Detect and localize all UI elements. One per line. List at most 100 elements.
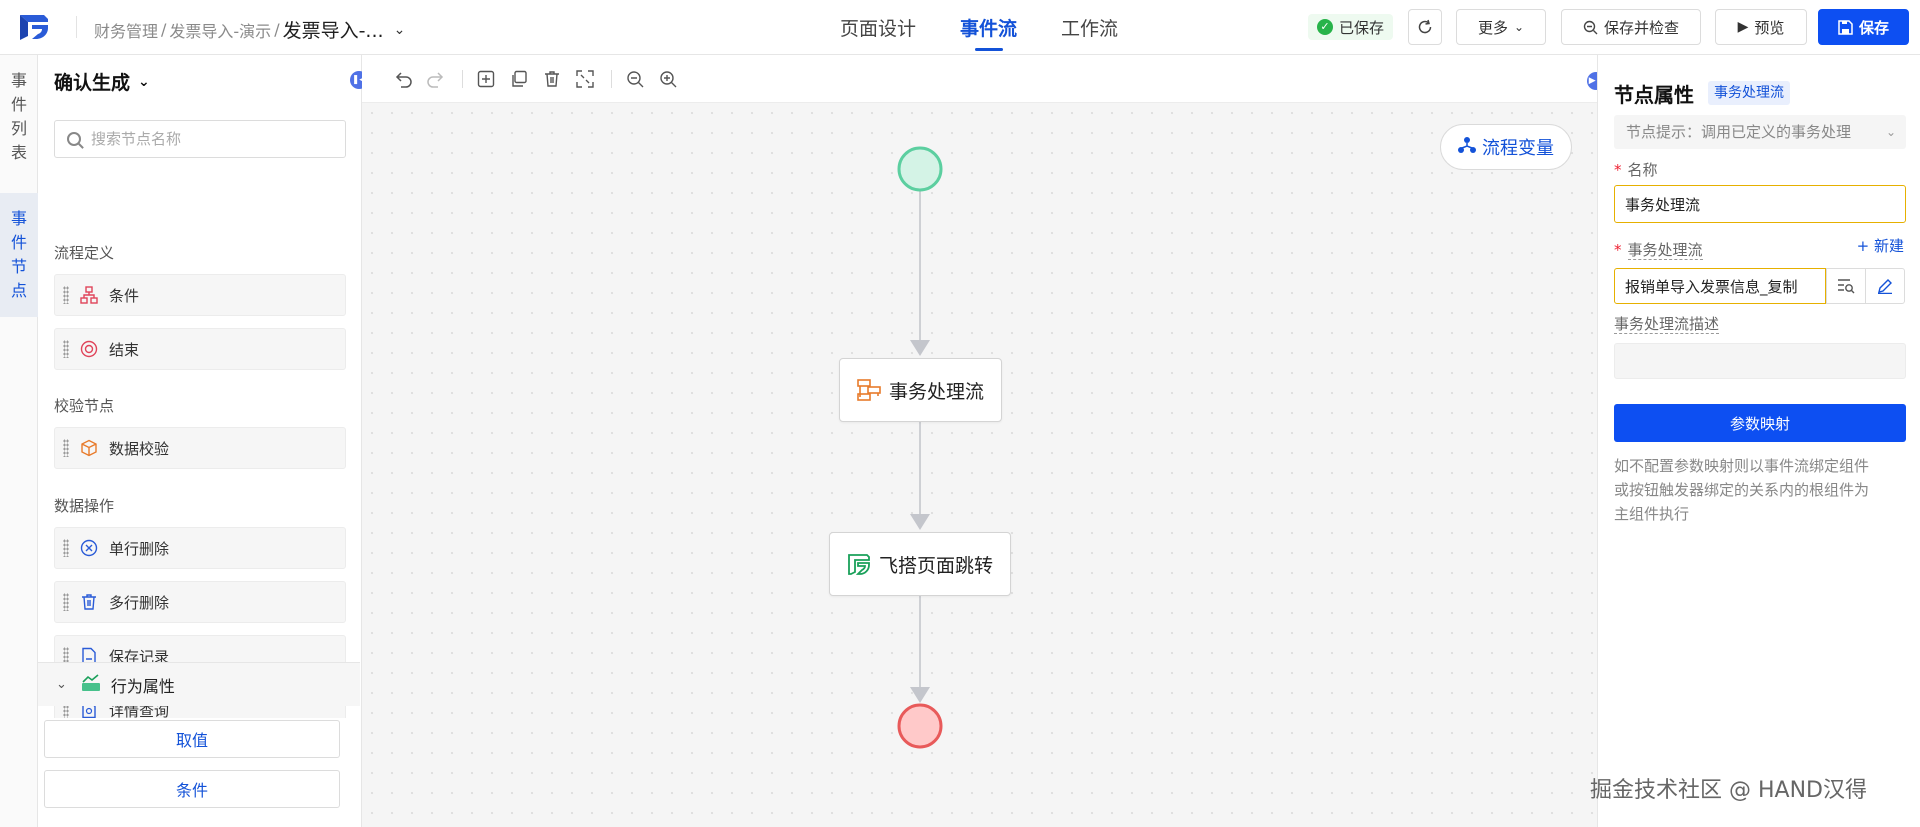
designer-tabs: 页面设计 事件流 工作流: [818, 0, 1140, 55]
breadcrumb-current-page[interactable]: 发票导入-...: [282, 20, 384, 42]
mapping-tip-line: 或按钮触发器绑定的关系内的根组件为: [1614, 481, 1870, 499]
node-list[interactable]: 流程定义 条件 结束 校验节点 数据校验 数据操作: [38, 170, 360, 718]
save-and-check-button[interactable]: 保存并检查: [1561, 9, 1701, 45]
zoom-in-icon[interactable]: [657, 68, 679, 90]
process-variables-label: 流程变量: [1482, 138, 1554, 159]
behavior-icon: [81, 673, 101, 696]
tab-event-list[interactable]: 事 件 列 表: [0, 55, 38, 179]
refresh-button[interactable]: [1408, 9, 1442, 45]
node-properties-panel: 节点属性 事务处理流 节点提示：调用已定义的事务处理 ⌄ * 名称 事务处理流 *…: [1597, 55, 1920, 827]
top-bar: 财务管理 / 发票导入-演示 / 发票导入-... ⌄ 页面设计 事件流 工作流…: [0, 0, 1920, 55]
behavior-properties-header[interactable]: ⌄ 行为属性: [38, 662, 360, 706]
trash-icon: [79, 592, 99, 612]
circle-x-icon: [79, 538, 99, 558]
more-button[interactable]: 更多 ⌄: [1456, 9, 1546, 45]
group-title-validation: 校验节点: [54, 397, 115, 415]
flow-node-transaction-process[interactable]: 事务处理流: [839, 358, 1002, 422]
saved-status-label: 已保存: [1339, 18, 1385, 37]
process-label-text: 事务处理流: [1627, 241, 1703, 260]
drag-handle-icon[interactable]: [63, 647, 69, 665]
flow-canvas[interactable]: [362, 103, 1597, 827]
parameter-mapping-button[interactable]: 参数映射: [1614, 404, 1906, 442]
chevron-down-icon[interactable]: ⌄: [393, 21, 406, 38]
fit-view-icon[interactable]: [574, 68, 596, 90]
copy-icon[interactable]: [508, 68, 530, 90]
event-selector[interactable]: 确认生成 ⌄: [54, 68, 150, 95]
toolbar-divider: [462, 69, 463, 88]
panel-title: 节点属性: [1614, 83, 1694, 107]
node-item-label: 保存记录: [109, 647, 170, 666]
node-item-multi-delete[interactable]: 多行删除: [54, 581, 346, 623]
node-item-label: 结束: [109, 340, 140, 359]
node-item-end[interactable]: 结束: [54, 328, 346, 370]
node-item-label: 条件: [109, 286, 140, 305]
node-search-input[interactable]: [91, 130, 331, 148]
node-hint-text: 节点提示：调用已定义的事务处理: [1626, 123, 1852, 141]
tab-char: 件: [10, 95, 27, 114]
process-search-button[interactable]: [1826, 268, 1866, 304]
node-item-data-validation[interactable]: 数据校验: [54, 427, 346, 469]
required-mark: *: [1614, 161, 1622, 179]
process-icon: [857, 379, 881, 401]
process-variables-button[interactable]: 流程变量: [1440, 124, 1572, 170]
add-node-icon[interactable]: [475, 68, 497, 90]
node-item-single-delete[interactable]: 单行删除: [54, 527, 346, 569]
node-hint-select[interactable]: 节点提示：调用已定义的事务处理 ⌄: [1614, 115, 1906, 149]
node-item-label: 单行删除: [109, 539, 170, 558]
end-icon: [79, 339, 99, 359]
play-icon: ▶: [1737, 19, 1749, 35]
save-and-check-label: 保存并检查: [1603, 18, 1679, 37]
drag-handle-icon[interactable]: [63, 593, 69, 611]
breadcrumb-separator: /: [161, 20, 167, 39]
drag-handle-icon[interactable]: [63, 340, 69, 358]
tab-char: 事: [10, 71, 27, 90]
document-icon: [79, 646, 99, 666]
process-edit-button[interactable]: [1865, 268, 1905, 304]
branch-icon: [79, 285, 99, 305]
get-value-button[interactable]: 取值: [44, 720, 340, 758]
process-description-label-text: 事务处理流描述: [1614, 315, 1720, 334]
drag-handle-icon[interactable]: [63, 286, 69, 304]
tab-event-nodes[interactable]: 事 件 节 点: [0, 193, 38, 317]
flow-node-page-jump[interactable]: 飞搭页面跳转: [829, 532, 1011, 596]
tab-workflow[interactable]: 工作流: [1061, 18, 1119, 40]
mapping-tip-line: 主组件执行: [1614, 505, 1690, 523]
process-input[interactable]: 报销单导入发票信息_复制: [1614, 268, 1826, 304]
tab-page-design[interactable]: 页面设计: [840, 18, 917, 40]
process-description-field: [1614, 343, 1906, 379]
redo-icon[interactable]: [425, 68, 447, 90]
drag-handle-icon[interactable]: [63, 539, 69, 557]
zoom-out-icon[interactable]: [624, 68, 646, 90]
new-process-link[interactable]: + 新建: [1856, 237, 1904, 255]
zoom-check-icon: [1583, 20, 1598, 34]
preview-label: 预览: [1754, 18, 1785, 37]
refresh-icon: [1418, 19, 1432, 34]
preview-button[interactable]: ▶ 预览: [1715, 9, 1807, 45]
save-button[interactable]: 保存: [1818, 9, 1909, 45]
saved-status-badge: ✓ 已保存: [1308, 14, 1394, 40]
flow-node-label: 飞搭页面跳转: [878, 554, 993, 577]
condition-button[interactable]: 条件: [44, 770, 340, 808]
process-field-label: *事务处理流: [1614, 239, 1703, 260]
tab-char: 事: [10, 209, 27, 228]
delete-icon[interactable]: [541, 68, 563, 90]
node-item-condition[interactable]: 条件: [54, 274, 346, 316]
undo-icon[interactable]: [392, 68, 414, 90]
node-item-label: 多行删除: [109, 593, 170, 612]
more-label: 更多: [1477, 18, 1508, 37]
tab-char: 点: [10, 281, 27, 300]
variables-tree-icon: [1458, 136, 1476, 159]
node-search: [54, 120, 346, 158]
drag-handle-icon[interactable]: [63, 701, 69, 718]
breadcrumb-item-finance[interactable]: 财务管理: [94, 21, 159, 41]
mapping-tip-line: 如不配置参数映射则以事件流绑定组件: [1614, 457, 1870, 475]
header-divider: [76, 16, 77, 38]
breadcrumb-item-app[interactable]: 发票导入-演示: [169, 21, 272, 41]
name-input[interactable]: 事务处理流: [1614, 185, 1906, 223]
save-label: 保存: [1858, 18, 1889, 37]
chevron-down-icon: ⌄: [1885, 125, 1896, 139]
drag-handle-icon[interactable]: [63, 439, 69, 457]
app-logo[interactable]: [18, 12, 50, 42]
name-label-text: 名称: [1627, 161, 1658, 179]
tab-event-flow[interactable]: 事件流: [938, 0, 1039, 55]
